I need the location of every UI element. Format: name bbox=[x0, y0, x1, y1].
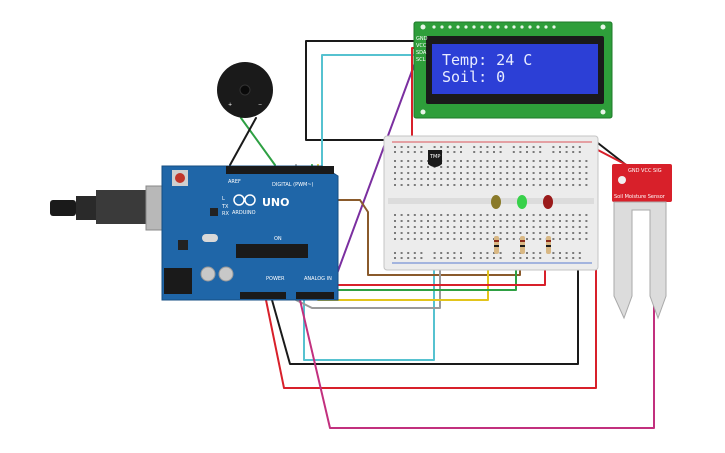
analog-header bbox=[296, 292, 334, 299]
soil-moisture-sensor[interactable]: GND VCC SIG Soil Moisture Sensor bbox=[612, 164, 672, 320]
svg-text:GND: GND bbox=[416, 36, 428, 42]
svg-text:L: L bbox=[222, 196, 225, 202]
breadboard[interactable] bbox=[383, 135, 599, 271]
svg-text:TX: TX bbox=[221, 204, 229, 210]
svg-text:SCL: SCL bbox=[416, 57, 426, 63]
power-jack[interactable] bbox=[164, 268, 192, 294]
temperature-sensor[interactable]: TMP bbox=[428, 150, 442, 167]
svg-text:DIGITAL (PWM~): DIGITAL (PWM~) bbox=[272, 182, 314, 188]
svg-text:−: − bbox=[258, 102, 262, 108]
microcontroller-chip bbox=[236, 244, 308, 258]
lcd-header-pins bbox=[420, 24, 606, 115]
lcd-line-2: Soil: 0 bbox=[442, 68, 505, 86]
svg-text:GND VCC SIG: GND VCC SIG bbox=[628, 168, 662, 174]
wire-brown bbox=[329, 199, 521, 276]
svg-text:ON: ON bbox=[274, 236, 282, 242]
svg-text:+: + bbox=[228, 102, 232, 108]
svg-text:RX: RX bbox=[222, 211, 229, 217]
svg-text:POWER: POWER bbox=[266, 276, 285, 282]
svg-text:ANALOG IN: ANALOG IN bbox=[304, 276, 332, 282]
svg-text:VCC: VCC bbox=[416, 43, 427, 49]
svg-text:SDA: SDA bbox=[416, 50, 427, 56]
svg-text:Soil Moisture Sensor: Soil Moisture Sensor bbox=[614, 194, 666, 200]
wire-signal-sensor bbox=[299, 195, 655, 429]
wire-piezo-2 bbox=[229, 117, 257, 166]
svg-text:ARDUINO: ARDUINO bbox=[232, 210, 256, 216]
lcd-pin-labels: GND VCC SDA SCL bbox=[416, 36, 428, 63]
power-header bbox=[240, 292, 286, 299]
led-yellow[interactable] bbox=[491, 195, 501, 209]
wire-lcd-gnd bbox=[305, 40, 417, 141]
svg-text:UNO: UNO bbox=[262, 196, 290, 209]
resistor-3[interactable] bbox=[546, 236, 551, 254]
breadboard-holes bbox=[394, 146, 588, 259]
resistor-2[interactable] bbox=[520, 236, 525, 254]
wire-piezo-1 bbox=[240, 117, 276, 166]
led-green[interactable] bbox=[517, 195, 527, 209]
lcd-module[interactable]: Temp: 24 C Soil: 0 GND VCC SDA SCL bbox=[413, 21, 613, 119]
lcd-screen bbox=[432, 44, 598, 94]
lcd-line-1: Temp: 24 C bbox=[442, 51, 532, 69]
wire-lcd-scl bbox=[327, 59, 417, 299]
piezo-buzzer[interactable]: + − bbox=[217, 62, 273, 118]
svg-text:AREF: AREF bbox=[228, 179, 241, 185]
digital-header bbox=[226, 166, 334, 174]
svg-text:TMP: TMP bbox=[429, 154, 440, 160]
wire-vcc-long bbox=[265, 261, 597, 389]
led-red[interactable] bbox=[543, 195, 553, 209]
resistor-1[interactable] bbox=[494, 236, 499, 254]
arduino-uno[interactable]: DIGITAL (PWM~) AREF TX RX L ON ARDUINO U… bbox=[161, 165, 339, 301]
arduino-logo: ARDUINO UNO bbox=[232, 194, 290, 216]
